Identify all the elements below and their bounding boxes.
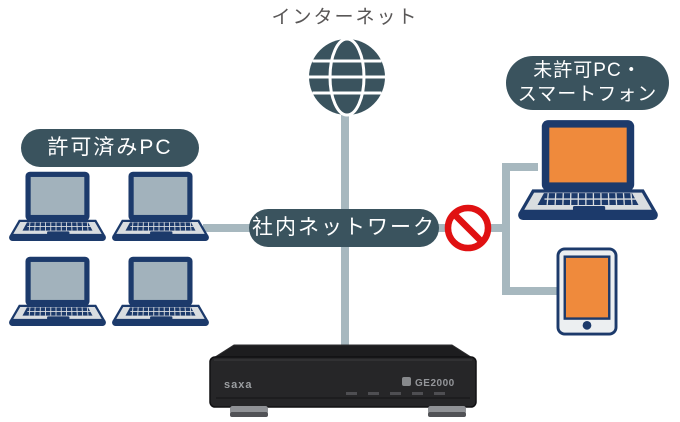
laptop-icon-authorized-4 [112,256,209,326]
device-foot-right [428,406,466,417]
device-model-label: GE2000 [415,378,455,389]
connector-sign-to-bracket [486,224,506,232]
authorized-pc-label: 許可済みPC [21,129,199,167]
company-network-label: 社内ネットワーク [249,209,439,247]
company-network-label-text: 社内ネットワーク [252,215,436,239]
bracket-top-stub [502,163,538,171]
device-brand-logo: saxa [224,379,252,391]
connector-network-to-sign [430,224,457,232]
device-model-logo-icon [402,377,411,386]
authorized-pc-label-text: 許可済みPC [47,135,173,159]
globe-icon [309,37,385,117]
device-foot-left [230,406,268,417]
tablet-icon-unauthorized [556,247,618,336]
laptop-icon-unauthorized [518,119,658,220]
bracket-vertical [502,163,510,295]
unauthorized-label: 未許可PC・ スマートフォン [506,56,669,110]
bracket-bottom-stub [502,287,558,295]
laptop-icon-authorized-2 [112,171,209,241]
unauthorized-label-line2: スマートフォン [517,84,658,105]
unauthorized-label-line1: 未許可PC・ [533,60,642,82]
internet-label: インターネット [271,7,419,28]
laptop-icon-authorized-3 [9,256,106,326]
device-led-indicators [346,392,445,395]
network-appliance: saxa GE2000 [209,344,477,417]
prohibition-icon [444,204,492,252]
laptop-icon-authorized-1 [9,171,106,241]
connector-authorized-to-network [203,224,263,232]
